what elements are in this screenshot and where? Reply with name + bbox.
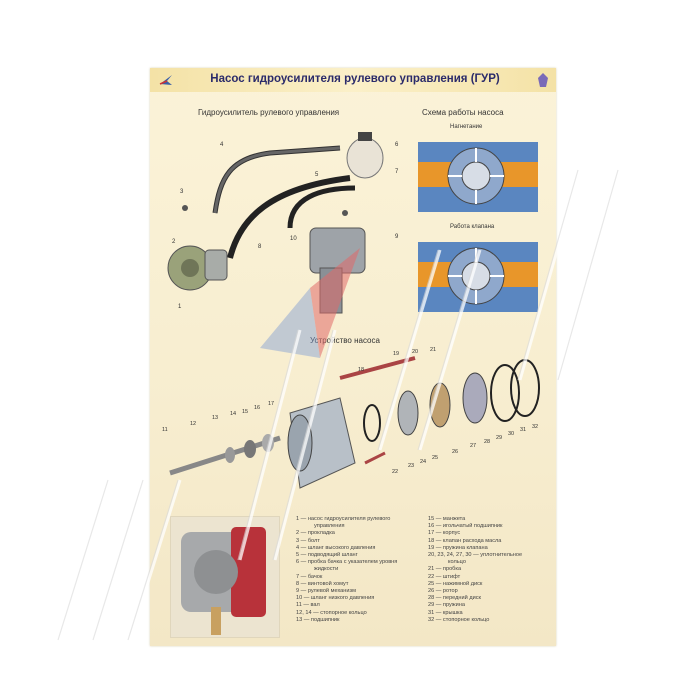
callout: 8 [258, 244, 262, 250]
legend-item: управления [314, 523, 345, 530]
callout: 32 [532, 424, 538, 430]
callout: 26 [452, 449, 458, 455]
callout: 12 [190, 421, 196, 427]
callout: 15 [242, 409, 248, 415]
callout: 17 [268, 401, 274, 407]
callout: 20 [412, 349, 418, 355]
callout: 25 [432, 455, 438, 461]
legend-item: 20, 23, 24, 27, 30 — уплотнительное [428, 552, 523, 559]
callout: 21 [430, 347, 436, 353]
legend-item: 31 — крышка [428, 609, 463, 616]
legend-item: 17 — корпус [428, 530, 461, 537]
label-injection: Нагнетание [450, 124, 483, 130]
legend-item: 28 — передний диск [428, 595, 481, 602]
pump-scheme-injection [418, 142, 538, 212]
section-power-steering: Гидроусилитель рулевого управления [198, 108, 340, 117]
callout: 7 [395, 169, 399, 175]
callout: 3 [180, 189, 184, 195]
legend-item: 25 — нажимной диск [428, 580, 483, 587]
title-bar: Насос гидроусилителя рулевого управления… [150, 68, 556, 92]
legend-right: 15 — манжета 16 — игольчатый подшипник 1… [428, 516, 522, 624]
callout: 9 [395, 234, 399, 240]
legend-item: 7 — бачок [296, 573, 323, 580]
legend-item: 9 — рулевой механизм [296, 588, 356, 595]
legend-item: жидкости [314, 566, 339, 573]
pump-scheme-valve-operation [418, 242, 538, 312]
callout: 13 [212, 415, 218, 421]
callout: 6 [395, 142, 399, 148]
legend-item: 4 — шланг высокого давления [296, 544, 376, 551]
callout: 18 [358, 367, 364, 373]
top-callouts: 3 2 1 4 5 6 7 8 9 10 [172, 142, 399, 310]
callout: 5 [315, 172, 319, 178]
callout: 16 [254, 405, 260, 411]
legend-item: 22 — штифт [428, 573, 461, 580]
callout: 19 [393, 351, 399, 357]
label-valve-operation: Работа клапана [450, 224, 495, 230]
pump-photo-illustration [181, 527, 266, 635]
section-pump-structure: Устройство насоса [310, 336, 380, 345]
callout: 28 [484, 439, 490, 445]
callout: 1 [178, 304, 182, 310]
legend-item: кольцо [448, 559, 466, 566]
legend-item: 19 — пружина клапана [428, 544, 488, 551]
legend-item: 2 — прокладка [296, 530, 335, 537]
legend-item: 18 — клапан расхода масла [428, 537, 502, 544]
legend-item: 16 — игольчатый подшипник [428, 523, 503, 530]
pump-exploded-view: 11 12 13 14 15 16 17 18 19 20 21 22 23 2… [162, 347, 540, 489]
callout: 14 [230, 411, 236, 417]
callout: 11 [162, 427, 168, 433]
legend-item: 10 — шланг низкого давления [296, 595, 375, 602]
callout: 31 [520, 427, 526, 433]
callout: 24 [420, 459, 426, 465]
legend-item: 11 — вал [296, 602, 320, 609]
legend-item: 26 — ротор [428, 588, 458, 595]
callout: 23 [408, 463, 414, 469]
section-pump-scheme: Схема работы насоса [422, 108, 504, 117]
legend-item: 1 — насос гидроусилителя рулевого [296, 516, 391, 522]
legend-left: 1 — насос гидроусилителя рулевого управл… [296, 516, 397, 624]
callout: 2 [172, 239, 176, 245]
legend-item: 12, 14 — стопорное кольцо [296, 609, 367, 616]
logo-icon [159, 75, 172, 85]
legend-item: 15 — манжета [428, 516, 466, 522]
legend-item: 5 — подводящий шланг [296, 552, 358, 559]
callout: 10 [290, 236, 297, 242]
legend-item: 6 — пробка бачка с указателем уровня [296, 559, 398, 566]
callout: 30 [508, 431, 514, 437]
callout: 22 [392, 469, 398, 475]
legend-item: 13 — подшипник [296, 616, 340, 623]
callout: 29 [496, 435, 502, 441]
legend-item: 21 — пробка [428, 566, 462, 573]
poster: Насос гидроусилителя рулевого управления… [150, 68, 556, 646]
legend-item: 29 — пружина [428, 602, 465, 609]
crest-icon [538, 73, 548, 87]
callout: 4 [220, 142, 224, 148]
legend-item: 8 — винтовой хомут [296, 580, 349, 587]
callout: 27 [470, 443, 476, 449]
pump-photo [170, 516, 280, 638]
poster-title: Насос гидроусилителя рулевого управления… [210, 73, 500, 85]
legend-item: 3 — болт [296, 537, 320, 544]
legend-item: 32 — стопорное кольцо [428, 616, 490, 623]
